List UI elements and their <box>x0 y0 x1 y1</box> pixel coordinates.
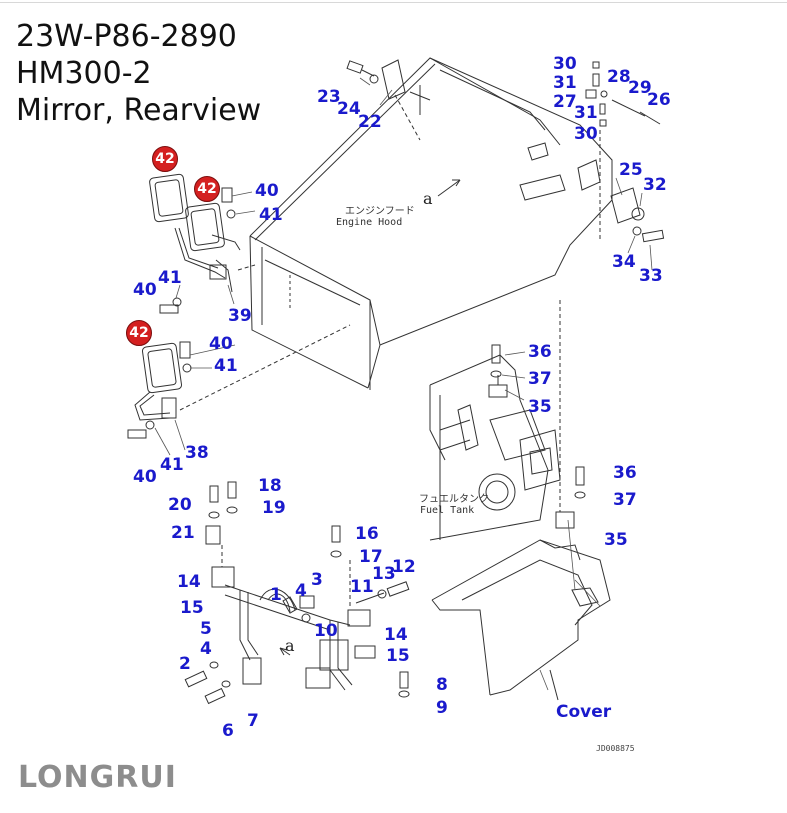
fuel-tank-label: Fuel Tank <box>420 505 475 516</box>
title-block: 23W-P86-2890 HM300-2 Mirror, Rearview <box>16 18 261 129</box>
mirror-upper <box>149 173 241 314</box>
callout-5[interactable]: 5 <box>200 619 212 639</box>
callout-25[interactable]: 25 <box>619 160 643 180</box>
callout-32[interactable]: 32 <box>643 175 667 195</box>
callout-37[interactable]: 37 <box>528 369 552 389</box>
pin-group-26-31 <box>585 61 661 240</box>
callout-28[interactable]: 28 <box>607 67 631 87</box>
callout-31[interactable]: 31 <box>553 73 577 93</box>
callout-14[interactable]: 14 <box>384 625 408 645</box>
callout-40[interactable]: 40 <box>133 280 157 300</box>
handrail-assembly <box>211 545 376 691</box>
callout-4[interactable]: 4 <box>200 639 212 659</box>
cover-outline <box>431 539 611 701</box>
callout-30[interactable]: 30 <box>553 54 577 74</box>
callout-41[interactable]: 41 <box>259 205 283 225</box>
callout-18[interactable]: 18 <box>258 476 282 496</box>
callout-13[interactable]: 13 <box>372 564 396 584</box>
callout-29[interactable]: 29 <box>628 78 652 98</box>
callout-38[interactable]: 38 <box>185 443 209 463</box>
callout-30[interactable]: 30 <box>574 124 598 144</box>
callout-37[interactable]: 37 <box>613 490 637 510</box>
cover-label: Cover <box>556 702 612 722</box>
view-ref-a-lower: a <box>285 636 295 655</box>
callout-3[interactable]: 3 <box>311 570 323 590</box>
callout-21[interactable]: 21 <box>171 523 195 543</box>
callout-40[interactable]: 40 <box>209 334 233 354</box>
callout-34[interactable]: 34 <box>612 252 636 272</box>
engine-hood-label-jp: エンジンフード <box>345 206 415 217</box>
callout-36[interactable]: 36 <box>528 342 552 362</box>
bracket-group-25-34 <box>610 187 665 243</box>
drawing-code: JD008875 <box>596 744 635 753</box>
callout-12[interactable]: 12 <box>392 557 416 577</box>
engine-hood-label: Engine Hood <box>336 217 403 228</box>
fuel-tank-outline <box>429 300 575 541</box>
callout-39[interactable]: 39 <box>228 306 252 326</box>
callout-11[interactable]: 11 <box>350 577 374 597</box>
callout-33[interactable]: 33 <box>639 266 663 286</box>
callout-35[interactable]: 35 <box>528 397 552 417</box>
callout-26[interactable]: 26 <box>647 90 671 110</box>
bolts-36-37 <box>490 344 586 499</box>
part-number: 23W-P86-2890 <box>16 19 237 54</box>
longrui-logo: LONGRUI <box>18 760 177 795</box>
callout-4[interactable]: 4 <box>295 581 307 601</box>
bolts-lower-left <box>184 481 410 705</box>
callout-6[interactable]: 6 <box>222 721 234 741</box>
callout-2[interactable]: 2 <box>179 654 191 674</box>
top-border <box>0 2 787 3</box>
part-42-badge[interactable]: 42 <box>152 146 178 172</box>
part-42-badge[interactable]: 42 <box>126 320 152 346</box>
callout-16[interactable]: 16 <box>355 524 379 544</box>
callout-24[interactable]: 24 <box>337 99 361 119</box>
callout-41[interactable]: 41 <box>160 455 184 475</box>
callout-19[interactable]: 19 <box>262 498 286 518</box>
callout-41[interactable]: 41 <box>158 268 182 288</box>
callout-22[interactable]: 22 <box>358 112 382 132</box>
callout-7[interactable]: 7 <box>247 711 259 731</box>
part-42-badge[interactable]: 42 <box>194 176 220 202</box>
callout-40[interactable]: 40 <box>255 181 279 201</box>
callout-14[interactable]: 14 <box>177 572 201 592</box>
callout-31[interactable]: 31 <box>574 103 598 123</box>
callout-1[interactable]: 1 <box>270 585 282 605</box>
mirror-lower <box>127 264 351 439</box>
fuel-tank-label-jp: フュエルタンク <box>419 494 489 505</box>
callout-40[interactable]: 40 <box>133 467 157 487</box>
callout-36[interactable]: 36 <box>613 463 637 483</box>
view-ref-a: a <box>423 189 433 208</box>
callout-10[interactable]: 10 <box>314 621 338 641</box>
callout-35[interactable]: 35 <box>604 530 628 550</box>
callout-8[interactable]: 8 <box>436 675 448 695</box>
callout-15[interactable]: 15 <box>180 598 204 618</box>
model-name: HM300-2 <box>16 56 152 91</box>
callout-23[interactable]: 23 <box>317 87 341 107</box>
callout-20[interactable]: 20 <box>168 495 192 515</box>
callout-9[interactable]: 9 <box>436 698 448 718</box>
part-description: Mirror, Rearview <box>16 93 262 128</box>
callout-27[interactable]: 27 <box>553 92 577 112</box>
callout-41[interactable]: 41 <box>214 356 238 376</box>
callout-17[interactable]: 17 <box>359 547 383 567</box>
bolt-group-22-24 <box>346 59 421 141</box>
callout-15[interactable]: 15 <box>386 646 410 666</box>
